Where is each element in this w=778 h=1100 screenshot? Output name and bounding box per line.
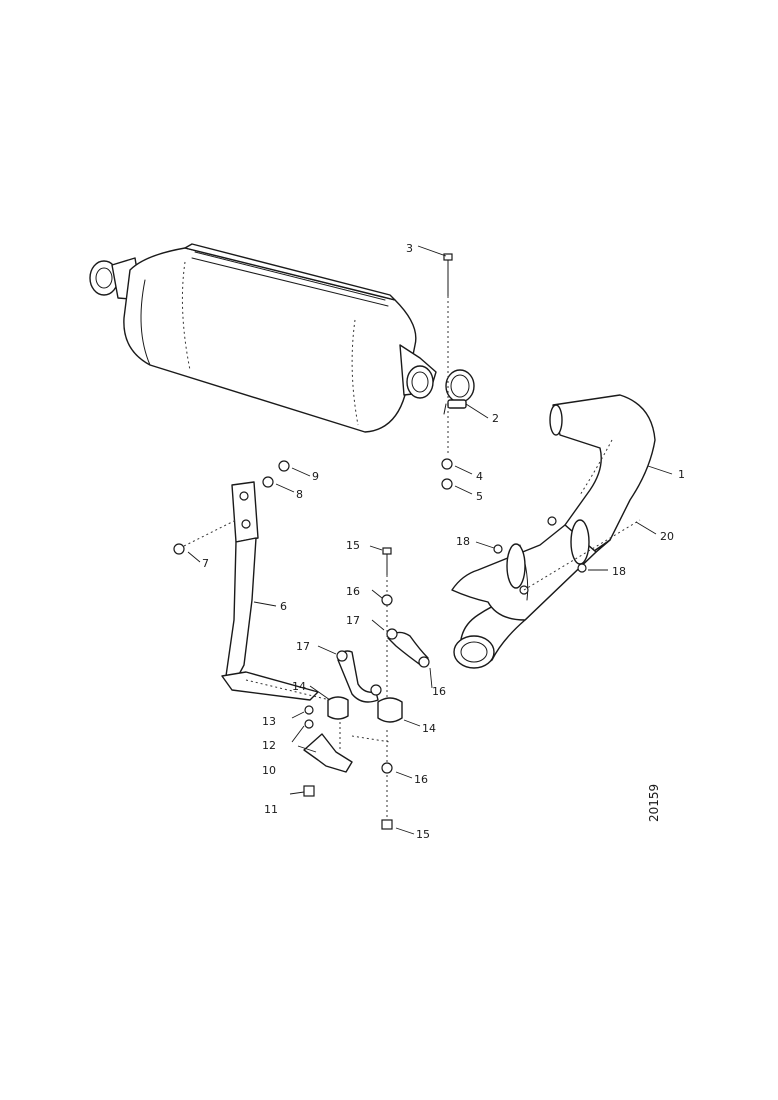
callout-16-lower: 16 <box>414 773 428 786</box>
muffler <box>89 243 437 433</box>
hanger-bracket-6 <box>221 481 331 701</box>
leader-lines <box>187 245 673 835</box>
exhaust-pipe-1 <box>451 394 656 669</box>
callout-18-bottom: 18 <box>612 565 626 578</box>
callout-labels: 1 2 3 4 5 6 7 8 9 10 11 12 13 14 14 15 1… <box>202 242 685 841</box>
bolt-7-hardware <box>173 460 290 555</box>
callout-14-left: 14 <box>292 680 306 693</box>
drawing-reference-number: 20159 <box>647 784 661 822</box>
callout-17-right: 17 <box>346 614 360 627</box>
callout-12: 12 <box>262 739 276 752</box>
rubber-mounts <box>327 628 430 723</box>
callout-20: 20 <box>660 530 674 543</box>
callout-10: 10 <box>262 764 276 777</box>
callout-3: 3 <box>406 242 413 255</box>
callout-1: 1 <box>678 468 685 481</box>
callout-16-upper: 16 <box>346 585 360 598</box>
callout-7: 7 <box>202 557 209 570</box>
clamp-2 <box>443 369 475 415</box>
callout-15-top: 15 <box>346 539 360 552</box>
callout-16-mid: 16 <box>432 685 446 698</box>
callout-15-bottom: 15 <box>416 828 430 841</box>
callout-18-top: 18 <box>456 535 470 548</box>
bolt-15-stack <box>381 547 393 830</box>
pipe-clamps <box>493 516 641 595</box>
callout-4: 4 <box>476 470 483 483</box>
callout-11: 11 <box>264 803 278 816</box>
callout-9: 9 <box>312 470 319 483</box>
callout-14-right: 14 <box>422 722 436 735</box>
callout-8: 8 <box>296 488 303 501</box>
lower-bracket-10 <box>303 705 391 797</box>
bolt-3 <box>441 253 453 490</box>
callout-17-left: 17 <box>296 640 310 653</box>
callout-2: 2 <box>492 412 499 425</box>
callout-6: 6 <box>280 600 287 613</box>
callout-5: 5 <box>476 490 483 503</box>
callout-13: 13 <box>262 715 276 728</box>
